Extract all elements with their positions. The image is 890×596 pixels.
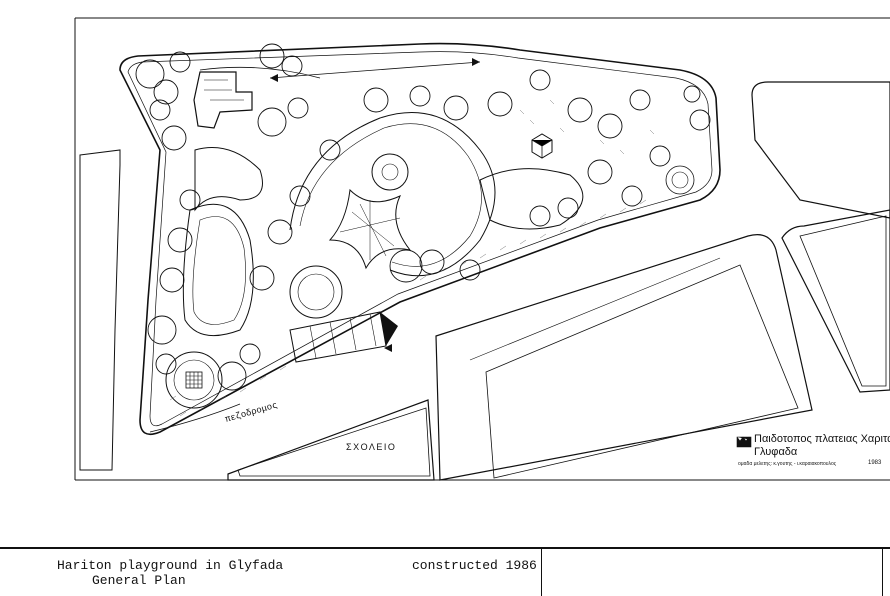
upper-lawn (194, 147, 263, 212)
east-spiral-inner (671, 171, 689, 189)
tree-canopies (135, 43, 711, 391)
park-inner-boundary (127, 51, 713, 427)
construction-date: constructed 1986 (412, 558, 537, 573)
cube-structure-edges (531, 139, 553, 158)
entrance-building-detail (204, 79, 244, 101)
small-theatre-ring (297, 273, 335, 311)
shade-structure-mesh (339, 200, 401, 260)
drawing-title: Hariton playground in Glyfada (57, 558, 284, 573)
school-block-inner (237, 407, 431, 477)
entrance-building (193, 71, 253, 129)
small-theatre (289, 265, 343, 319)
block-right (781, 209, 890, 393)
pool-area-inner (192, 216, 246, 325)
block-right-inner (799, 215, 887, 387)
park-boundary (119, 42, 721, 436)
pool-area (182, 203, 254, 337)
block-center-divider (469, 257, 721, 361)
pedestrian-way-edge (149, 403, 241, 433)
east-spiral (665, 165, 695, 195)
left-street-block (79, 149, 121, 471)
title-block: Hariton playground in Glyfada General Pl… (0, 547, 890, 596)
site-plan: πεζοδρομος ΣΧΟΛΕΙΟ (74, 17, 890, 481)
north-path (199, 66, 321, 79)
sand-area (479, 168, 584, 230)
central-path (289, 111, 496, 277)
chess-amphitheatre-ring (173, 359, 215, 401)
central-path-inner (299, 123, 482, 267)
block-top-right (751, 81, 890, 219)
street-label: πεζοδρομος (224, 400, 279, 425)
legend-credits: ομαδα μελετης: κ.γουτης - ι.καραιακοπουλ… (738, 461, 837, 467)
seating-dividers (309, 313, 377, 359)
entrance-arrow (384, 344, 392, 352)
legend-title-line1: Παιδοτοπος πλατειας Χαριτων (754, 433, 890, 445)
entrance-marker (380, 312, 398, 346)
legend-logo-icon (736, 436, 752, 448)
school-block (227, 399, 435, 481)
north-axis-arrow (269, 61, 481, 79)
chess-board-grid (186, 372, 202, 388)
legend-year: 1983 (868, 460, 882, 466)
block-center-right-inner (485, 264, 799, 479)
chess-amphitheatre (165, 351, 223, 409)
legend-title-line2: Γλυφαδα (754, 446, 798, 458)
title-block-divider-right (882, 549, 883, 596)
school-label: ΣΧΟΛΕΙΟ (346, 442, 396, 452)
central-circle-inner (381, 163, 399, 181)
block-center-right (435, 234, 813, 481)
title-block-divider (541, 549, 542, 596)
vegetation-texture (169, 99, 655, 417)
cube-structure (531, 133, 553, 159)
central-circle (371, 153, 409, 191)
drawing-subtitle: General Plan (92, 573, 186, 588)
